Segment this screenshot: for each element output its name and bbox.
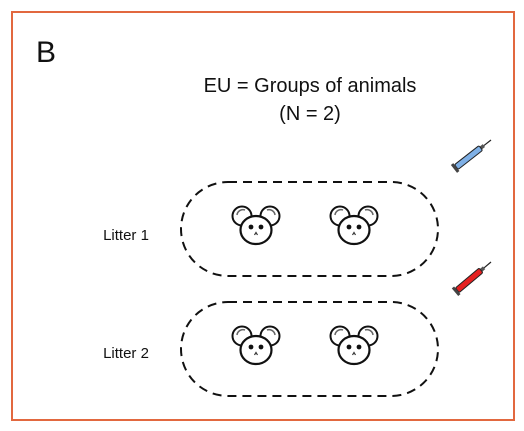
litter-label: Litter 1 [103,227,149,244]
group-outline [180,181,439,277]
mouse-face-icon [231,325,281,366]
diagram-subtitle: (N = 2) [279,103,341,125]
litter-group-2: Litter 2 [103,257,495,397]
syringe-icon [451,257,495,297]
mouse-face-icon [329,325,379,366]
mouse-face-icon [231,205,281,246]
diagram-title: EU = Groups of animals [204,75,417,97]
litter-label: Litter 2 [103,345,149,362]
litter-group-1: Litter 1 [103,135,495,277]
group-outline [180,301,439,397]
syringe-icon [450,135,495,174]
mouse-face-icon [329,205,379,246]
panel-letter: B [36,36,56,69]
